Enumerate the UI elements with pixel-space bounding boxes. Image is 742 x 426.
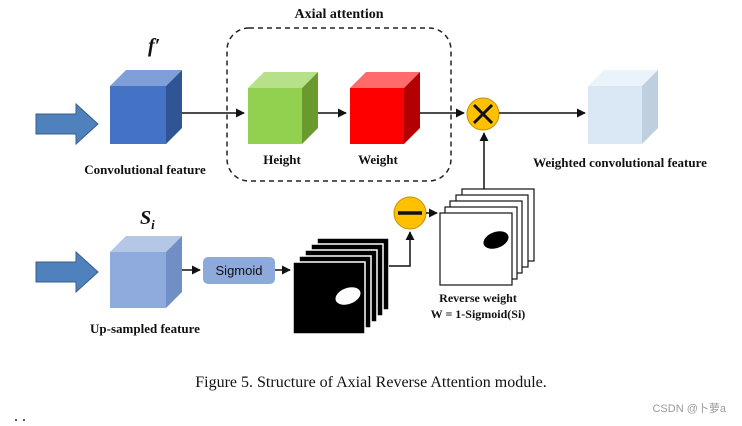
weighted-feature-label: Weighted convolutional feature xyxy=(533,155,707,170)
sigmoid-map-stack xyxy=(292,237,390,335)
conv-feature-label: Convolutional feature xyxy=(84,162,206,177)
reverse-weight-formula: W = 1-Sigmoid(Si) xyxy=(431,307,526,321)
s-i-label: Si xyxy=(140,207,155,232)
sigmoid-box xyxy=(203,257,275,284)
arrow-maps-to-minus xyxy=(389,231,415,267)
figure-caption: Figure 5. Structure of Axial Reverse Att… xyxy=(195,374,547,391)
axial-attention-group xyxy=(226,27,452,182)
f-prime-label: f′ xyxy=(148,35,160,57)
s-i-subscript: i xyxy=(151,217,155,232)
s-i-base: S xyxy=(140,207,151,229)
upsampled-feature-cube xyxy=(110,236,182,308)
weight-label: Weight xyxy=(358,152,398,167)
multiply-operator-icon xyxy=(466,97,500,131)
convolutional-feature-cube xyxy=(110,70,182,144)
footer-dots: . . xyxy=(14,408,26,425)
height-cube xyxy=(248,72,318,144)
upsampled-feature-label: Up-sampled feature xyxy=(90,321,200,336)
weighted-output-cube xyxy=(588,70,658,144)
weight-cube xyxy=(350,72,420,144)
height-label: Height xyxy=(263,152,301,167)
reverse-weight-label: Reverse weight xyxy=(439,291,517,305)
minus-operator-icon xyxy=(393,196,427,230)
input-arrow-bottom xyxy=(35,250,99,294)
axial-attention-title: Axial attention xyxy=(294,7,383,22)
input-arrow-top xyxy=(35,102,99,146)
csdn-watermark: CSDN @卜萝a xyxy=(652,402,726,415)
sigmoid-label: Sigmoid xyxy=(216,263,263,278)
reverse-weight-stack xyxy=(439,188,535,286)
